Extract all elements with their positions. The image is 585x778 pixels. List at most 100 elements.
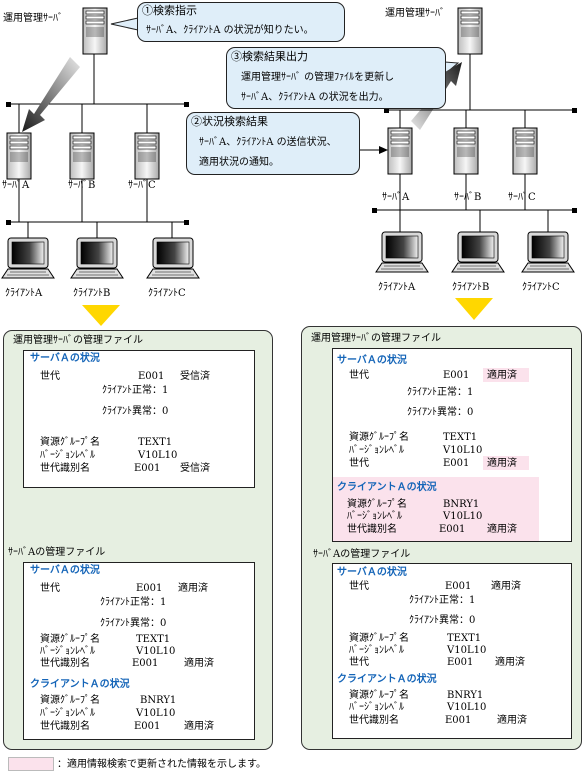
right-server-c-label: ｻｰﾊﾞC bbox=[508, 192, 536, 203]
id-status: 適用済 bbox=[495, 657, 525, 668]
c-id-label: 世代識別名 bbox=[347, 524, 397, 535]
id-label: 世代識別名 bbox=[40, 463, 90, 474]
left-serverA-file-title: ｻｰﾊﾞAの管理ファイル bbox=[8, 547, 106, 558]
client-ok: ｸﾗｲｱﾝﾄ正常：1 bbox=[407, 387, 474, 398]
left-client-a-label: ｸﾗｲｱﾝﾄA bbox=[5, 288, 43, 299]
gen-label: 世代 bbox=[40, 371, 60, 382]
callout-step3-title: ③検索結果出力 bbox=[231, 50, 308, 63]
callout-step1-line: ｻｰﾊﾞA、ｸﾗｲｱﾝﾄA の状況が知りたい。 bbox=[146, 25, 314, 36]
right-server-a-icon bbox=[387, 127, 413, 175]
ver-label: ﾊﾞｰｼﾞｮﾝﾚﾍﾞﾙ bbox=[349, 445, 404, 456]
gen-status: 適用済 bbox=[491, 581, 521, 592]
ver-value: V10L10 bbox=[136, 646, 176, 657]
c-ver-value: V10L10 bbox=[136, 708, 176, 719]
rg-label: 資源ｸﾞﾙｰﾌﾟ名 bbox=[349, 432, 409, 443]
id-status: 適用済 bbox=[487, 458, 517, 469]
right-mgmt-server-icon bbox=[457, 7, 483, 55]
callout-step3: ③検索結果出力 運用管理ｻｰﾊﾞ の管理ﾌｧｲﾙを更新し ｻｰﾊﾞA、ｸﾗｲｱﾝ… bbox=[226, 47, 446, 109]
left-mgmt-box: サーバＡの状況 世代 E001 受信済 ｸﾗｲｱﾝﾄ正常：1 ｸﾗｲｱﾝﾄ異常：… bbox=[23, 350, 255, 488]
right-server-c-icon bbox=[512, 127, 538, 175]
ver-label: ﾊﾞｰｼﾞｮﾝﾚﾍﾞﾙ bbox=[349, 645, 404, 656]
client-ng: ｸﾗｲｱﾝﾄ異常：0 bbox=[409, 615, 476, 626]
gen-value: E001 bbox=[443, 370, 470, 381]
c-ver-label: ﾊﾞｰｼﾞｮﾝﾚﾍﾞﾙ bbox=[347, 511, 402, 522]
client-ok: ｸﾗｲｱﾝﾄ正常：1 bbox=[102, 385, 169, 396]
c-ver-value: V10L10 bbox=[443, 511, 483, 522]
id-label: 世代 bbox=[349, 657, 369, 668]
c-id-status: 適用済 bbox=[487, 524, 517, 535]
id-value: E001 bbox=[447, 657, 474, 668]
client-section-title: クライアントＡの状況 bbox=[337, 482, 437, 493]
left-client-b-icon bbox=[70, 237, 124, 279]
id-value: E001 bbox=[443, 458, 470, 469]
c-ver-label: ﾊﾞｰｼﾞｮﾝﾚﾍﾞﾙ bbox=[40, 708, 95, 719]
rg-label: 資源ｸﾞﾙｰﾌﾟ名 bbox=[40, 634, 100, 645]
id-label: 世代識別名 bbox=[40, 658, 90, 669]
right-client-b-icon bbox=[451, 231, 505, 273]
section-title: サーバＡの状況 bbox=[30, 353, 100, 364]
c-rg-value: BNRY1 bbox=[140, 695, 177, 706]
gen-value: E001 bbox=[445, 581, 472, 592]
c-id-status: 適用済 bbox=[184, 721, 214, 732]
right-client-c-icon bbox=[521, 231, 575, 273]
client-ng: ｸﾗｲｱﾝﾄ異常：0 bbox=[102, 406, 169, 417]
callout-step1: ①検索指示 ｻｰﾊﾞA、ｸﾗｲｱﾝﾄA の状況が知りたい。 bbox=[137, 2, 345, 42]
right-client-a-label: ｸﾗｲｱﾝﾄA bbox=[378, 282, 416, 293]
gen-label: 世代 bbox=[349, 370, 369, 381]
right-server-b-icon bbox=[453, 127, 479, 175]
callout-step3-line1: 運用管理ｻｰﾊﾞ の管理ﾌｧｲﾙを更新し bbox=[241, 72, 395, 83]
callout-step2-line2: 適用状況の通知。 bbox=[199, 157, 279, 168]
rg-value: TEXT1 bbox=[136, 634, 171, 645]
left-server-a-label: ｻｰﾊﾞA bbox=[2, 180, 30, 191]
left-client-b-label: ｸﾗｲｱﾝﾄB bbox=[73, 288, 111, 299]
c-id-status: 適用済 bbox=[497, 715, 527, 726]
right-server-b-label: ｻｰﾊﾞB bbox=[454, 192, 482, 203]
c-rg-value: BNRY1 bbox=[447, 690, 484, 701]
ver-value: V10L10 bbox=[443, 445, 483, 456]
gen-label: 世代 bbox=[349, 581, 369, 592]
callout-step2-title: ②状況検索結果 bbox=[191, 115, 268, 128]
c-ver-value: V10L10 bbox=[447, 702, 487, 713]
id-value: E001 bbox=[134, 463, 161, 474]
client-ng: ｸﾗｲｱﾝﾄ異常：0 bbox=[100, 618, 167, 629]
gen-label: 世代 bbox=[40, 583, 60, 594]
rg-value: TEXT1 bbox=[447, 633, 482, 644]
gen-value: E001 bbox=[138, 371, 165, 382]
right-serverA-file-title: ｻｰﾊﾞAの管理ファイル bbox=[313, 549, 411, 560]
right-mgmt-file-title: 運用管理ｻｰﾊﾞの管理ファイル bbox=[311, 333, 441, 344]
c-id-label: 世代識別名 bbox=[40, 721, 90, 732]
legend-text: ：適用情報検索で更新された情報を示します。 bbox=[57, 759, 266, 770]
right-down-arrow bbox=[455, 298, 493, 320]
legend-swatch bbox=[8, 757, 54, 771]
gen-status: 適用済 bbox=[487, 370, 517, 381]
left-mgmt-file-title: 運用管理ｻｰﾊﾞの管理ファイル bbox=[13, 335, 143, 346]
right-client-a-icon bbox=[375, 231, 429, 273]
c-id-label: 世代識別名 bbox=[349, 715, 399, 726]
right-client-b-label: ｸﾗｲｱﾝﾄB bbox=[452, 282, 490, 293]
c-id-value: E001 bbox=[445, 715, 472, 726]
left-server-c-label: ｻｰﾊﾞC bbox=[128, 180, 156, 191]
left-server-b-icon bbox=[69, 132, 95, 180]
left-mgmt-server-icon bbox=[82, 7, 108, 55]
client-ng: ｸﾗｲｱﾝﾄ異常：0 bbox=[407, 407, 474, 418]
left-client-c-label: ｸﾗｲｱﾝﾄC bbox=[148, 288, 186, 299]
client-section-title: クライアントＡの状況 bbox=[30, 679, 130, 690]
client-highlight bbox=[333, 477, 539, 541]
section-title: サーバＡの状況 bbox=[337, 567, 407, 578]
callout-step2: ②状況検索結果 ｻｰﾊﾞA、ｸﾗｲｱﾝﾄA の送信状況、 適用状況の通知。 bbox=[186, 112, 360, 175]
gen-value: E001 bbox=[136, 583, 163, 594]
id-status: 受信済 bbox=[180, 463, 210, 474]
right-client-c-label: ｸﾗｲｱﾝﾄC bbox=[522, 282, 560, 293]
c-ver-label: ﾊﾞｰｼﾞｮﾝﾚﾍﾞﾙ bbox=[349, 702, 404, 713]
ver-label: ﾊﾞｰｼﾞｮﾝﾚﾍﾞﾙ bbox=[40, 450, 95, 461]
highlight bbox=[483, 456, 529, 470]
gen-status: 受信済 bbox=[180, 371, 210, 382]
ver-label: ﾊﾞｰｼﾞｮﾝﾚﾍﾞﾙ bbox=[40, 646, 95, 657]
left-server-b-label: ｻｰﾊﾞB bbox=[68, 180, 96, 191]
c-id-value: E001 bbox=[134, 721, 161, 732]
right-serverA-box: サーバＡの状況 世代 E001 適用済 ｸﾗｲｱﾝﾄ正常：1 ｸﾗｲｱﾝﾄ異常：… bbox=[332, 563, 572, 739]
left-server-a-icon bbox=[6, 132, 32, 180]
ver-value: V10L10 bbox=[138, 450, 178, 461]
rg-label: 資源ｸﾞﾙｰﾌﾟ名 bbox=[40, 437, 100, 448]
